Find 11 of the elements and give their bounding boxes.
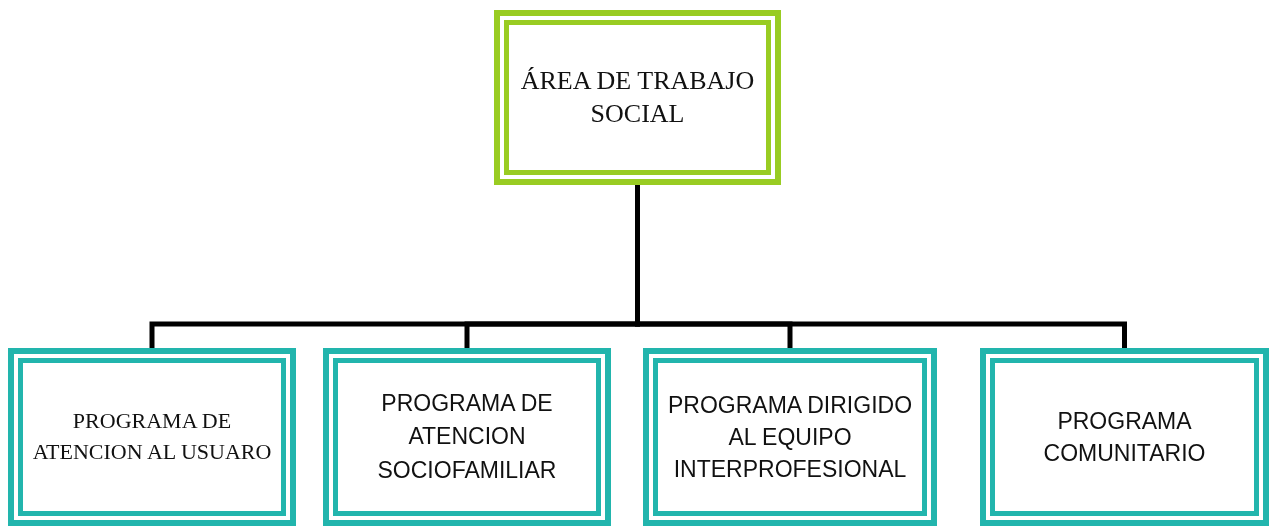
org-box <box>323 348 611 526</box>
box-label: PROGRAMA COMUNITARIO <box>1042 406 1207 468</box>
org-box <box>980 348 1269 526</box>
org-box <box>643 348 937 526</box>
box-label: PROGRAMA DE ATENCION AL USUARO <box>31 407 273 466</box>
org-box <box>8 348 296 526</box>
connector-line <box>635 185 1127 348</box>
box-label: ÁREA DE TRABAJO SOCIAL <box>519 65 756 130</box>
org-box <box>494 10 781 185</box>
box-label: PROGRAMA DE ATENCION SOCIOFAMILIAR <box>376 389 558 485</box>
box-label: PROGRAMA DIRIGIDO AL EQUIPO INTERPROFESIONAL <box>666 390 914 485</box>
